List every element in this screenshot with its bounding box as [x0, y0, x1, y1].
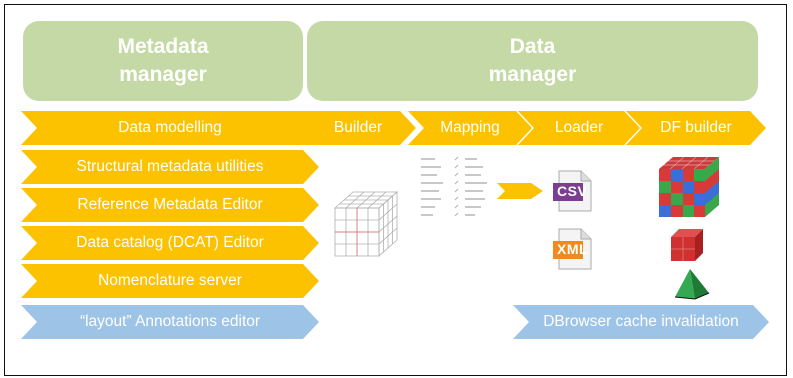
data-modelling-label: Data modelling [118, 119, 222, 136]
csv-file-icon: CSV [553, 170, 593, 212]
reference-metadata-arrow: Reference Metadata Editor [21, 188, 319, 222]
metadata-manager-header: Metadata manager [23, 21, 303, 101]
builder-label: Builder [333, 119, 383, 136]
mapping-arrow-icon [497, 183, 543, 199]
structural-metadata-label: Structural metadata utilities [76, 158, 264, 175]
nomenclature-server-label: Nomenclature server [98, 272, 242, 289]
mapping-arrow: Mapping [408, 111, 532, 145]
diagram-frame: Metadata manager Data manager Data model… [4, 4, 787, 376]
cube-grid-icon [333, 191, 399, 257]
xml-file-icon: XML [553, 228, 593, 270]
nomenclature-server-arrow: Nomenclature server [21, 264, 319, 298]
loader-label: Loader [554, 119, 604, 136]
df-builder-label: DF builder [660, 119, 732, 136]
builder-arrow: Builder [300, 111, 416, 145]
data-manager-header: Data manager [307, 21, 758, 101]
mapping-label: Mapping [440, 119, 500, 136]
data-header-line1: Data [509, 35, 556, 58]
metadata-header-line2: manager [119, 63, 207, 86]
structural-metadata-arrow: Structural metadata utilities [21, 150, 319, 184]
xml-label: XML [557, 241, 589, 257]
data-modelling-arrow: Data modelling [21, 111, 319, 145]
annotations-editor-label: “layout” Annotations editor [79, 313, 261, 330]
data-catalog-arrow: Data catalog (DCAT) Editor [21, 226, 319, 260]
cache-invalidation-arrow: DBrowser cache invalidation [513, 305, 769, 339]
csv-label: CSV [557, 183, 588, 199]
annotations-editor-arrow: “layout” Annotations editor [21, 305, 319, 339]
red-block-icon [671, 229, 703, 261]
df-builder-arrow: DF builder [626, 111, 766, 145]
reference-metadata-label: Reference Metadata Editor [77, 196, 263, 213]
cache-invalidation-label: DBrowser cache invalidation [543, 313, 739, 330]
metadata-header-line1: Metadata [117, 35, 209, 58]
mapping-table-icon [419, 155, 501, 231]
data-header-line2: manager [488, 63, 577, 86]
multicolor-cube-icon [659, 156, 719, 217]
loader-arrow: Loader [518, 111, 640, 145]
data-catalog-label: Data catalog (DCAT) Editor [76, 234, 264, 251]
pyramid-icon [674, 269, 710, 300]
